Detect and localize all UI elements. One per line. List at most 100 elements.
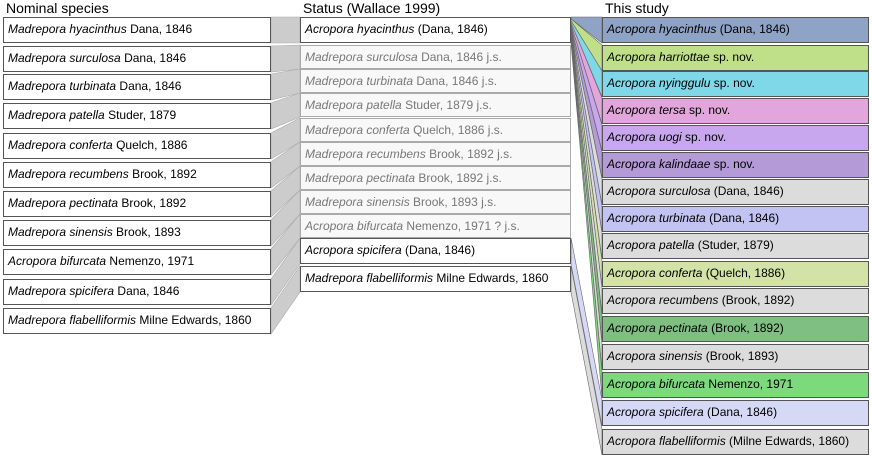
status-pectinata: Madrepora pectinata Brook, 1892 j.s. <box>300 166 571 190</box>
study-species-patella: Acropora patella (Studer, 1879) <box>602 233 869 259</box>
study-species-bifurcata: Acropora bifurcata Nemenzo, 1971 <box>602 372 869 398</box>
binomial-name: Madrepora patella <box>305 98 402 112</box>
authority: Milne Edwards, 1860 <box>433 271 549 285</box>
binomial-name: Madrepora patella <box>8 108 105 122</box>
status-turbinata: Madrepora turbinata Dana, 1846 j.s. <box>300 69 571 93</box>
authority: Dana, 1846 j.s. <box>417 50 502 64</box>
nominal-species-surculosa: Madrepora surculosa Dana, 1846 <box>3 46 271 72</box>
binomial-name: Madrepora conferta <box>8 138 113 152</box>
binomial-name: Acropora hyacinthus <box>607 22 717 36</box>
authority: Brook, 1893 <box>112 225 181 239</box>
authority: Brook, 1892 j.s. <box>415 171 502 185</box>
study-species-uogi: Acropora uogi sp. nov. <box>602 125 869 151</box>
status-patella: Madrepora patella Studer, 1879 j.s. <box>300 93 571 117</box>
status-hyacinthus: Acropora hyacinthus (Dana, 1846) <box>300 17 571 43</box>
authority: Brook, 1892 <box>128 167 197 181</box>
nominal-species-bifurcata: Acropora bifurcata Nemenzo, 1971 <box>3 249 271 275</box>
nominal-species-pectinata: Madrepora pectinata Brook, 1892 <box>3 191 271 217</box>
header-status: Status (Wallace 1999) <box>303 0 441 16</box>
link-status-study-0 <box>570 16 603 44</box>
study-species-kalindaae: Acropora kalindaae sp. nov. <box>602 152 869 178</box>
link-nominal-status-9 <box>270 237 301 306</box>
authority: Nemenzo, 1971 ? j.s. <box>403 219 520 233</box>
authority: (Dana, 1846) <box>703 405 778 419</box>
authority: Studer, 1879 <box>104 108 177 122</box>
link-nominal-status-3 <box>270 92 301 130</box>
header-nominal-species: Nominal species <box>6 0 109 16</box>
binomial-name: Acropora hyacinthus <box>305 22 415 36</box>
study-species-nyinggulu: Acropora nyinggulu sp. nov. <box>602 71 869 97</box>
authority: Dana, 1846 <box>116 79 182 93</box>
binomial-name: Madrepora recumbens <box>8 167 129 181</box>
status-bifurcata: Acropora bifurcata Nemenzo, 1971 ? j.s. <box>300 214 571 238</box>
study-species-recumbens: Acropora recumbens (Brook, 1892) <box>602 288 869 314</box>
status-surculosa: Madrepora surculosa Dana, 1846 j.s. <box>300 45 571 69</box>
binomial-name: Acropora harriottae <box>607 50 710 64</box>
authority: (Dana, 1846) <box>401 243 476 257</box>
binomial-name: Madrepora pectinata <box>8 196 119 210</box>
binomial-name: Madrepora conferta <box>305 123 410 137</box>
study-species-flabelliformis: Acropora flabelliformis (Milne Edwards, … <box>602 429 869 455</box>
authority: (Quelch, 1886) <box>702 266 786 280</box>
nominal-species-spicifera: Madrepora spicifera Dana, 1846 <box>3 279 271 305</box>
nominal-species-sinensis: Madrepora sinensis Brook, 1893 <box>3 220 271 246</box>
study-species-tersa: Acropora tersa sp. nov. <box>602 98 869 124</box>
link-status-study-13 <box>570 41 603 399</box>
binomial-name: Acropora bifurcata <box>8 254 107 268</box>
binomial-name: Acropora sinensis <box>607 349 703 363</box>
binomial-name: Acropora bifurcata <box>607 377 706 391</box>
authority: Milne Edwards, 1860 <box>136 313 252 327</box>
authority: Brook, 1893 j.s. <box>409 195 497 209</box>
link-status-study-2 <box>570 19 603 98</box>
binomial-name: Acropora flabelliformis <box>607 434 726 448</box>
status-spicifera: Acropora spicifera (Dana, 1846) <box>300 238 571 264</box>
binomial-name: Acropora kalindaae <box>607 157 711 171</box>
binomial-name: Madrepora flabelliformis <box>305 271 434 285</box>
binomial-name: Acropora tersa <box>607 103 686 117</box>
authority: Quelch, 1886 <box>112 138 188 152</box>
authority: (Milne Edwards, 1860) <box>725 434 850 448</box>
authority: Brook, 1892 <box>118 196 187 210</box>
binomial-name: Acropora conferta <box>607 266 703 280</box>
binomial-name: Acropora patella <box>607 238 695 252</box>
status-sinensis: Madrepora sinensis Brook, 1893 j.s. <box>300 190 571 214</box>
nominal-species-patella: Madrepora patella Studer, 1879 <box>3 103 271 129</box>
status-recumbens: Madrepora recumbens Brook, 1892 j.s. <box>300 142 571 166</box>
study-species-turbinata: Acropora turbinata (Dana, 1846) <box>602 206 869 232</box>
authority: sp. nov. <box>710 76 755 90</box>
binomial-name: Acropora nyinggulu <box>607 76 711 90</box>
binomial-name: Madrepora surculosa <box>8 51 121 65</box>
binomial-name: Madrepora spicifera <box>8 284 115 298</box>
authority: (Brook, 1893) <box>702 349 779 363</box>
binomial-name: Acropora spicifera <box>607 405 704 419</box>
link-nominal-status-10 <box>270 265 301 335</box>
link-nominal-status-1 <box>270 44 301 73</box>
binomial-name: Madrepora sinensis <box>305 195 410 209</box>
authority: sp. nov. <box>710 157 755 171</box>
binomial-name: Acropora recumbens <box>607 293 719 307</box>
authority: sp. nov. <box>685 103 731 117</box>
binomial-name: Madrepora turbinata <box>8 79 117 93</box>
authority: Dana, 1846 j.s. <box>413 74 498 88</box>
binomial-name: Acropora uogi <box>607 130 682 144</box>
authority: (Dana, 1846) <box>710 184 784 198</box>
authority: Dana, 1846 <box>120 51 187 65</box>
authority: Nemenzo, 1971 <box>106 254 195 268</box>
study-species-surculosa: Acropora surculosa (Dana, 1846) <box>602 179 869 205</box>
binomial-name: Madrepora hyacinthus <box>8 22 127 36</box>
study-species-hyacinthus: Acropora hyacinthus (Dana, 1846) <box>602 17 869 43</box>
binomial-name: Madrepora turbinata <box>305 74 414 88</box>
authority: (Brook, 1892) <box>718 293 795 307</box>
nominal-species-turbinata: Madrepora turbinata Dana, 1846 <box>3 74 271 100</box>
authority: (Dana, 1846) <box>716 22 790 36</box>
study-species-harriottae: Acropora harriottae sp. nov. <box>602 45 869 71</box>
binomial-name: Madrepora recumbens <box>305 147 426 161</box>
link-status-study-14 <box>570 237 603 427</box>
binomial-name: Madrepora surculosa <box>305 50 418 64</box>
study-species-conferta: Acropora conferta (Quelch, 1886) <box>602 261 869 287</box>
authority: Dana, 1846 <box>126 22 193 36</box>
authority: Studer, 1879 j.s. <box>401 98 492 112</box>
authority: (Studer, 1879) <box>694 238 774 252</box>
